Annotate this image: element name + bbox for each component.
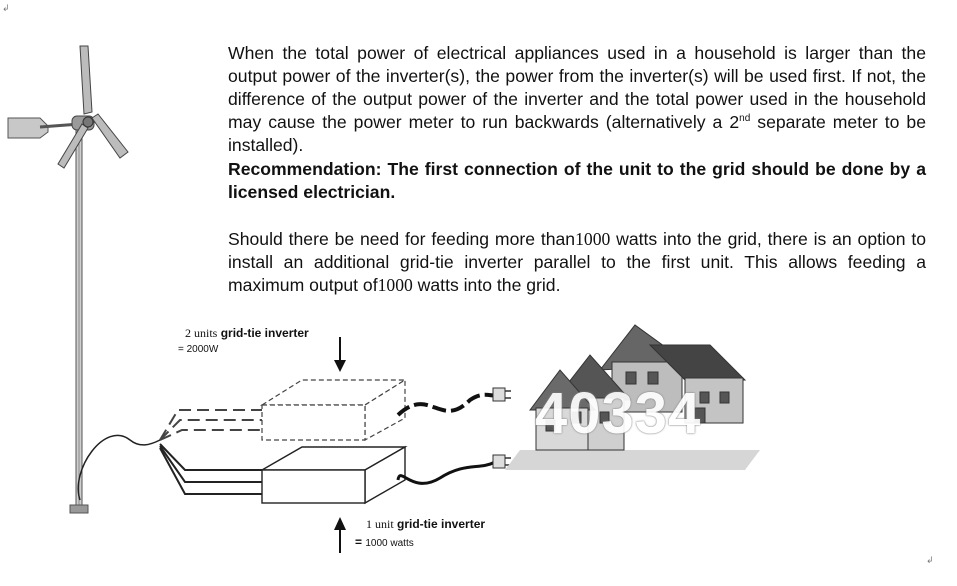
houses-illustration [505, 324, 760, 470]
top-inverter-label: 2 units grid-tie inverter [185, 326, 309, 341]
watermark-number: 40334 [535, 381, 702, 446]
bottom-units-text: 1 unit [366, 517, 394, 531]
bottom-inverter-name: grid-tie inverter [397, 517, 486, 531]
plug-icon-top [492, 387, 511, 402]
dashed-wires [159, 409, 262, 441]
solid-wires [159, 443, 262, 495]
paragraph-power-priority: When the total power of electrical appli… [228, 42, 926, 157]
paragraph-parallel-install: Should there be need for feeding more th… [228, 228, 926, 297]
arrow-up-icon [334, 517, 346, 553]
recommendation-text: Recommendation: The first connection of … [228, 159, 926, 202]
bottom-total-label: = 1000 watts [355, 535, 414, 549]
wind-turbine-illustration [7, 45, 129, 514]
top-total-label: = 2000W [178, 344, 219, 355]
output-cable-bottom [396, 460, 496, 485]
bottom-equals: = [355, 535, 363, 549]
para1-superscript: nd [739, 113, 751, 125]
para3-text-end: watts into the grid. [412, 275, 561, 295]
bottom-inverter-label: 1 unit grid-tie inverter [366, 517, 485, 532]
output-cable-top [396, 392, 501, 417]
return-mark-top: ↲ [2, 4, 10, 14]
return-mark-bottom: ↲ [926, 556, 934, 566]
top-inverter-name: grid-tie inverter [220, 326, 309, 340]
para3-text: Should there be need for feeding more th… [228, 229, 576, 249]
bottom-total-text: 1000 watts [365, 538, 414, 549]
plug-icon-bottom [492, 454, 511, 469]
inverter-box-bottom [259, 445, 408, 505]
arrow-down-icon [334, 337, 346, 372]
para3-number-2: 1000 [377, 275, 413, 295]
para1-text: When the total power of electrical appli… [228, 43, 926, 132]
para1-text-end: separate meter to be installed). [228, 112, 926, 155]
para3-number-1: 1000 [575, 229, 611, 249]
turbine-cable [77, 434, 161, 501]
top-units-text: 2 units [185, 326, 218, 340]
inverter-box-top [259, 378, 408, 442]
para3-text-mid: watts into the grid, there is an option … [228, 229, 927, 295]
